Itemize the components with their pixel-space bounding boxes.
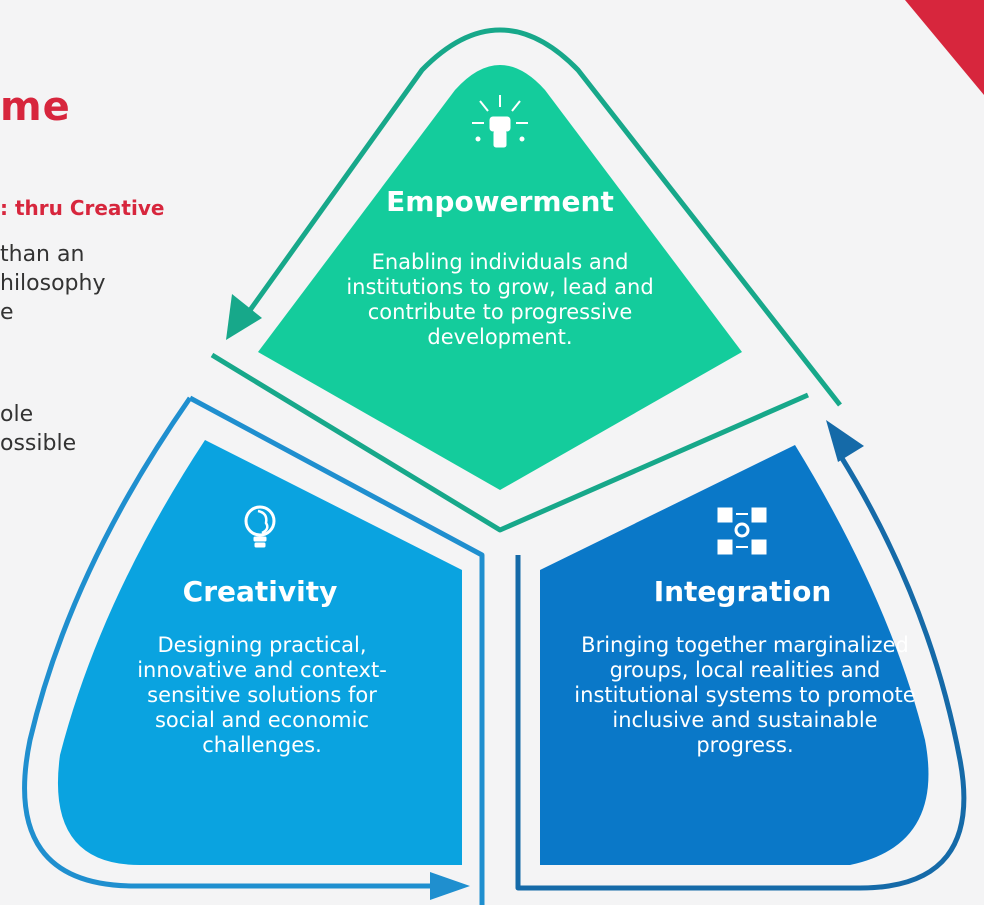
integration-description: Bringing together marginalized groups, l…	[574, 633, 916, 757]
paragraph-line: hilosophy	[0, 271, 106, 296]
paragraph-line: than an	[0, 242, 85, 267]
empowerment-title: Empowerment	[386, 185, 614, 218]
creativity-title: Creativity	[182, 575, 338, 608]
puzzle-gear-icon	[717, 507, 767, 555]
paragraph-line: ole	[0, 402, 34, 427]
empowerment-description: Enabling individuals and institutions to…	[346, 250, 654, 349]
lightbulb-brain-icon	[244, 505, 276, 548]
integration-title: Integration	[653, 575, 832, 608]
creativity-arrowhead	[430, 872, 470, 900]
subheading-fragment: : thru Creative	[0, 196, 165, 220]
empowerment-shape	[258, 65, 742, 490]
paragraph-line: e	[0, 300, 14, 325]
page-heading-fragment: me	[0, 84, 71, 130]
empowerment-outline-base	[210, 352, 810, 533]
creativity-description: Designing practical, innovative and cont…	[137, 633, 387, 757]
corner-accent	[905, 0, 984, 95]
creativity-outline	[22, 395, 485, 905]
empowerment-arrowhead	[226, 294, 262, 340]
creativity-shape	[57, 440, 463, 865]
paragraph-line: ossible	[0, 431, 77, 456]
integration-arrowhead	[826, 420, 864, 462]
empowerment-outline-arrow	[240, 27, 842, 407]
integration-outline	[515, 453, 967, 891]
raised-fist-icon	[472, 95, 528, 148]
integration-shape	[540, 445, 929, 865]
